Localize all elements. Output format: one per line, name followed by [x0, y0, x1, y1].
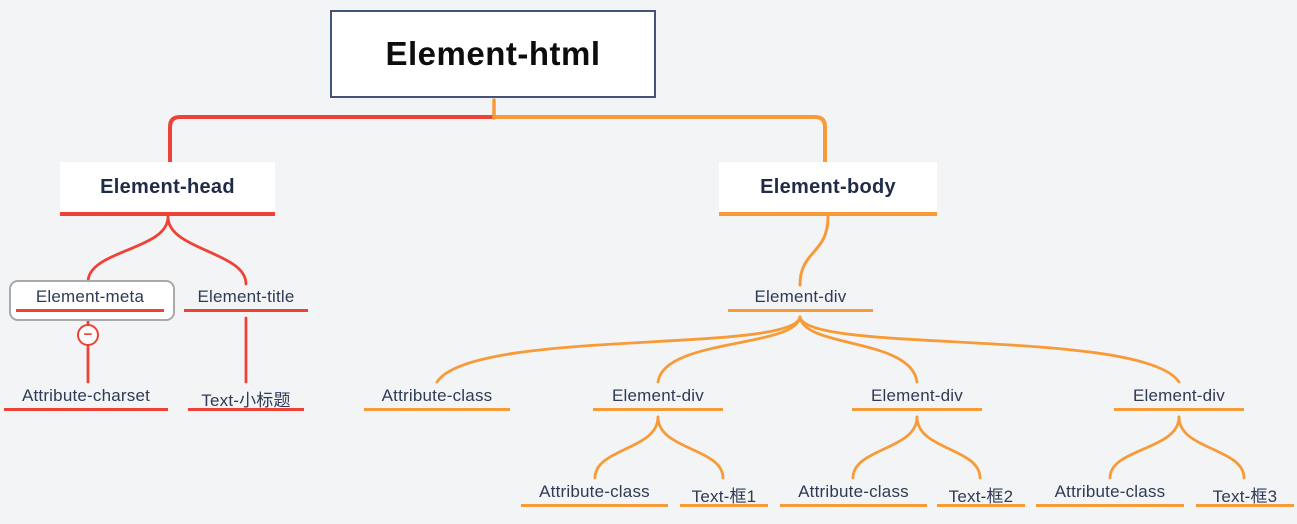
edge-head-title [166, 215, 248, 286]
edge-div2-attrclass [851, 415, 919, 480]
node-text-subtitle[interactable]: Text-小标题 [188, 386, 304, 411]
node-attribute-charset[interactable]: Attribute-charset [4, 386, 168, 411]
selection-outline [9, 280, 175, 321]
node-attribute-class-main[interactable]: Attribute-class [364, 386, 510, 411]
node-text-box-3[interactable]: Text-框3 [1196, 482, 1294, 507]
edge-div1-attrclass [593, 415, 660, 480]
node-attribute-class-1[interactable]: Attribute-class [521, 482, 668, 507]
node-element-html[interactable]: Element-html [330, 10, 656, 98]
edge-div-div3 [798, 315, 1181, 384]
node-text-box-2[interactable]: Text-框2 [937, 482, 1025, 507]
edge-html-body [492, 115, 827, 165]
node-element-title[interactable]: Element-title [184, 287, 308, 312]
edge-head-meta [86, 215, 170, 284]
node-element-div-1[interactable]: Element-div [593, 386, 723, 411]
node-element-body[interactable]: Element-body [719, 162, 937, 216]
edge-div-div1 [656, 315, 802, 384]
node-element-div-main[interactable]: Element-div [728, 287, 873, 312]
edge-div-div2 [798, 315, 919, 384]
edge-body-div [798, 215, 830, 287]
collapse-minus-icon[interactable]: − [77, 324, 99, 346]
edge-html-head [168, 115, 496, 165]
node-element-head[interactable]: Element-head [60, 162, 275, 216]
node-text-box-1[interactable]: Text-框1 [680, 482, 768, 507]
node-element-div-3[interactable]: Element-div [1114, 386, 1244, 411]
node-element-meta[interactable]: Element-meta [16, 287, 164, 312]
edge-div2-text2 [915, 415, 982, 480]
node-element-div-2[interactable]: Element-div [852, 386, 982, 411]
edge-div3-text3 [1177, 415, 1246, 480]
edge-div1-text1 [656, 415, 725, 480]
node-attribute-class-3[interactable]: Attribute-class [1036, 482, 1184, 507]
edge-div-attrclass [435, 315, 802, 384]
node-attribute-class-2[interactable]: Attribute-class [780, 482, 927, 507]
edge-div3-attrclass [1108, 415, 1181, 480]
